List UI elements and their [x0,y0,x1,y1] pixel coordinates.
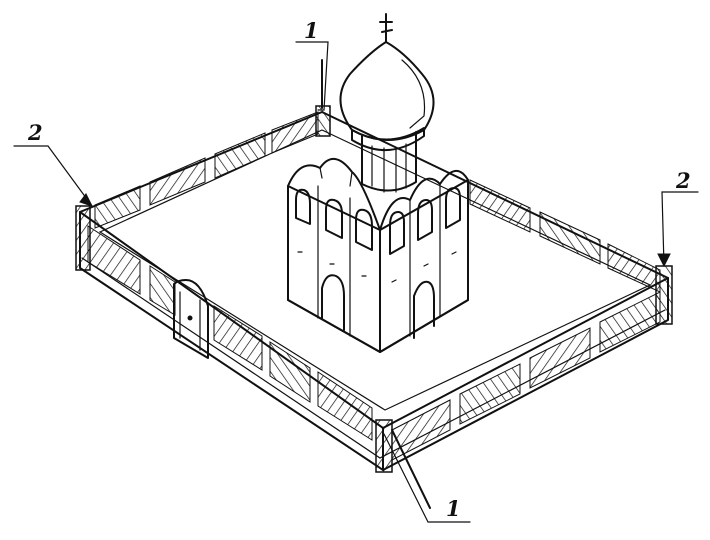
wall-lattice-back-left [94,111,319,229]
callout-1-top: 1 [295,18,329,111]
corner-tower-left [75,205,91,271]
callout-label-2-left: 2 [27,120,43,145]
callout-2-right: 2 [657,168,699,268]
callout-2-left: 2 [13,120,93,207]
callout-1-bottom: 1 [383,429,471,523]
callout-label-1-bottom: 1 [446,496,461,521]
wall-lattice-front-left [87,225,373,441]
enclosure-wall [75,105,673,473]
church-body [287,158,469,353]
onion-dome-icon [339,41,435,141]
cross-icon [379,13,393,43]
gate [173,279,209,359]
wall-lattice-back-right [469,179,661,293]
corner-tower-right [655,265,673,325]
callout-label-1-top: 1 [304,18,319,43]
callout-label-2-right: 2 [675,168,691,193]
wall-lattice-front-right [391,291,661,461]
church-drum [351,127,425,193]
corner-tower-front [375,419,393,473]
church [287,13,469,353]
